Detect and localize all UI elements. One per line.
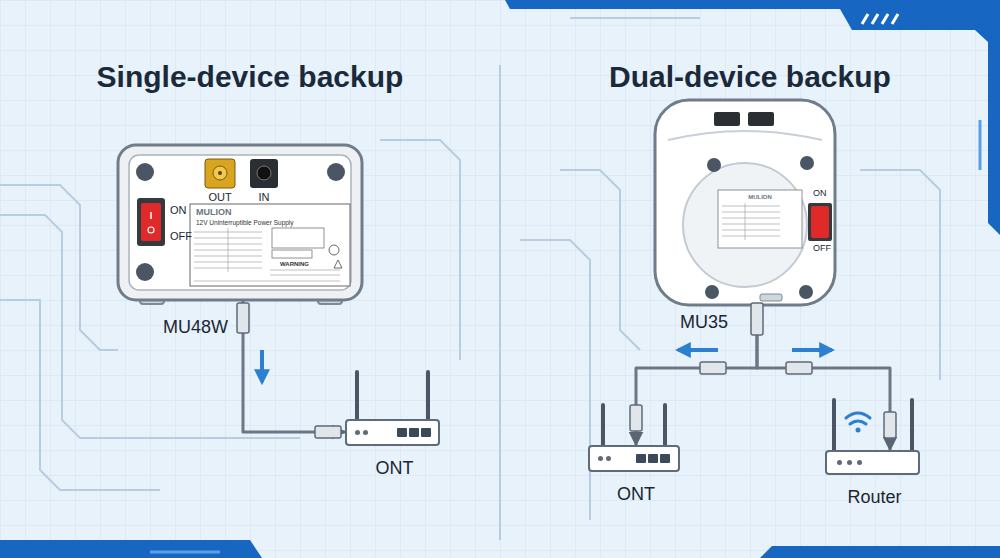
- device-marking: IN: [259, 191, 270, 203]
- status-led: [606, 456, 611, 461]
- network-device: ONT: [345, 419, 440, 446]
- ethernet-port: [648, 454, 658, 463]
- device-name: Router: [847, 487, 901, 508]
- device-name: ONT: [376, 458, 414, 479]
- status-led: [857, 460, 862, 465]
- device-marking: MULION: [196, 207, 232, 217]
- device-marking: ON: [170, 204, 187, 216]
- status-led: [363, 430, 368, 435]
- power-cable: [636, 305, 757, 445]
- device-name: ONT: [617, 484, 655, 505]
- device-marking: ON: [813, 188, 827, 198]
- device-name: MU35: [680, 312, 728, 333]
- network-device: ONT: [588, 445, 680, 472]
- network-device: Router: [825, 450, 920, 475]
- device-marking: OUT: [208, 191, 231, 203]
- ethernet-port: [409, 428, 419, 437]
- device-marking: MULION: [748, 194, 772, 200]
- ups-device: MU35: [655, 100, 835, 305]
- section-heading: Dual-device backup: [609, 60, 891, 94]
- status-led: [837, 460, 842, 465]
- power-cable: [243, 300, 345, 432]
- device-marking: 12V Uninterruptible Power Supply: [196, 219, 294, 226]
- status-led: [355, 430, 360, 435]
- device-marking: OFF: [170, 230, 192, 242]
- power-cable: [757, 305, 890, 450]
- ethernet-port: [421, 428, 431, 437]
- device-name: MU48W: [163, 317, 228, 338]
- status-led: [847, 460, 852, 465]
- section-heading: Single-device backup: [97, 60, 404, 94]
- status-led: [598, 456, 603, 461]
- device-marking: OFF: [813, 243, 831, 253]
- ethernet-port: [660, 454, 670, 463]
- ethernet-port: [636, 454, 646, 463]
- device-marking: WARNING: [280, 261, 309, 267]
- ethernet-port: [397, 428, 407, 437]
